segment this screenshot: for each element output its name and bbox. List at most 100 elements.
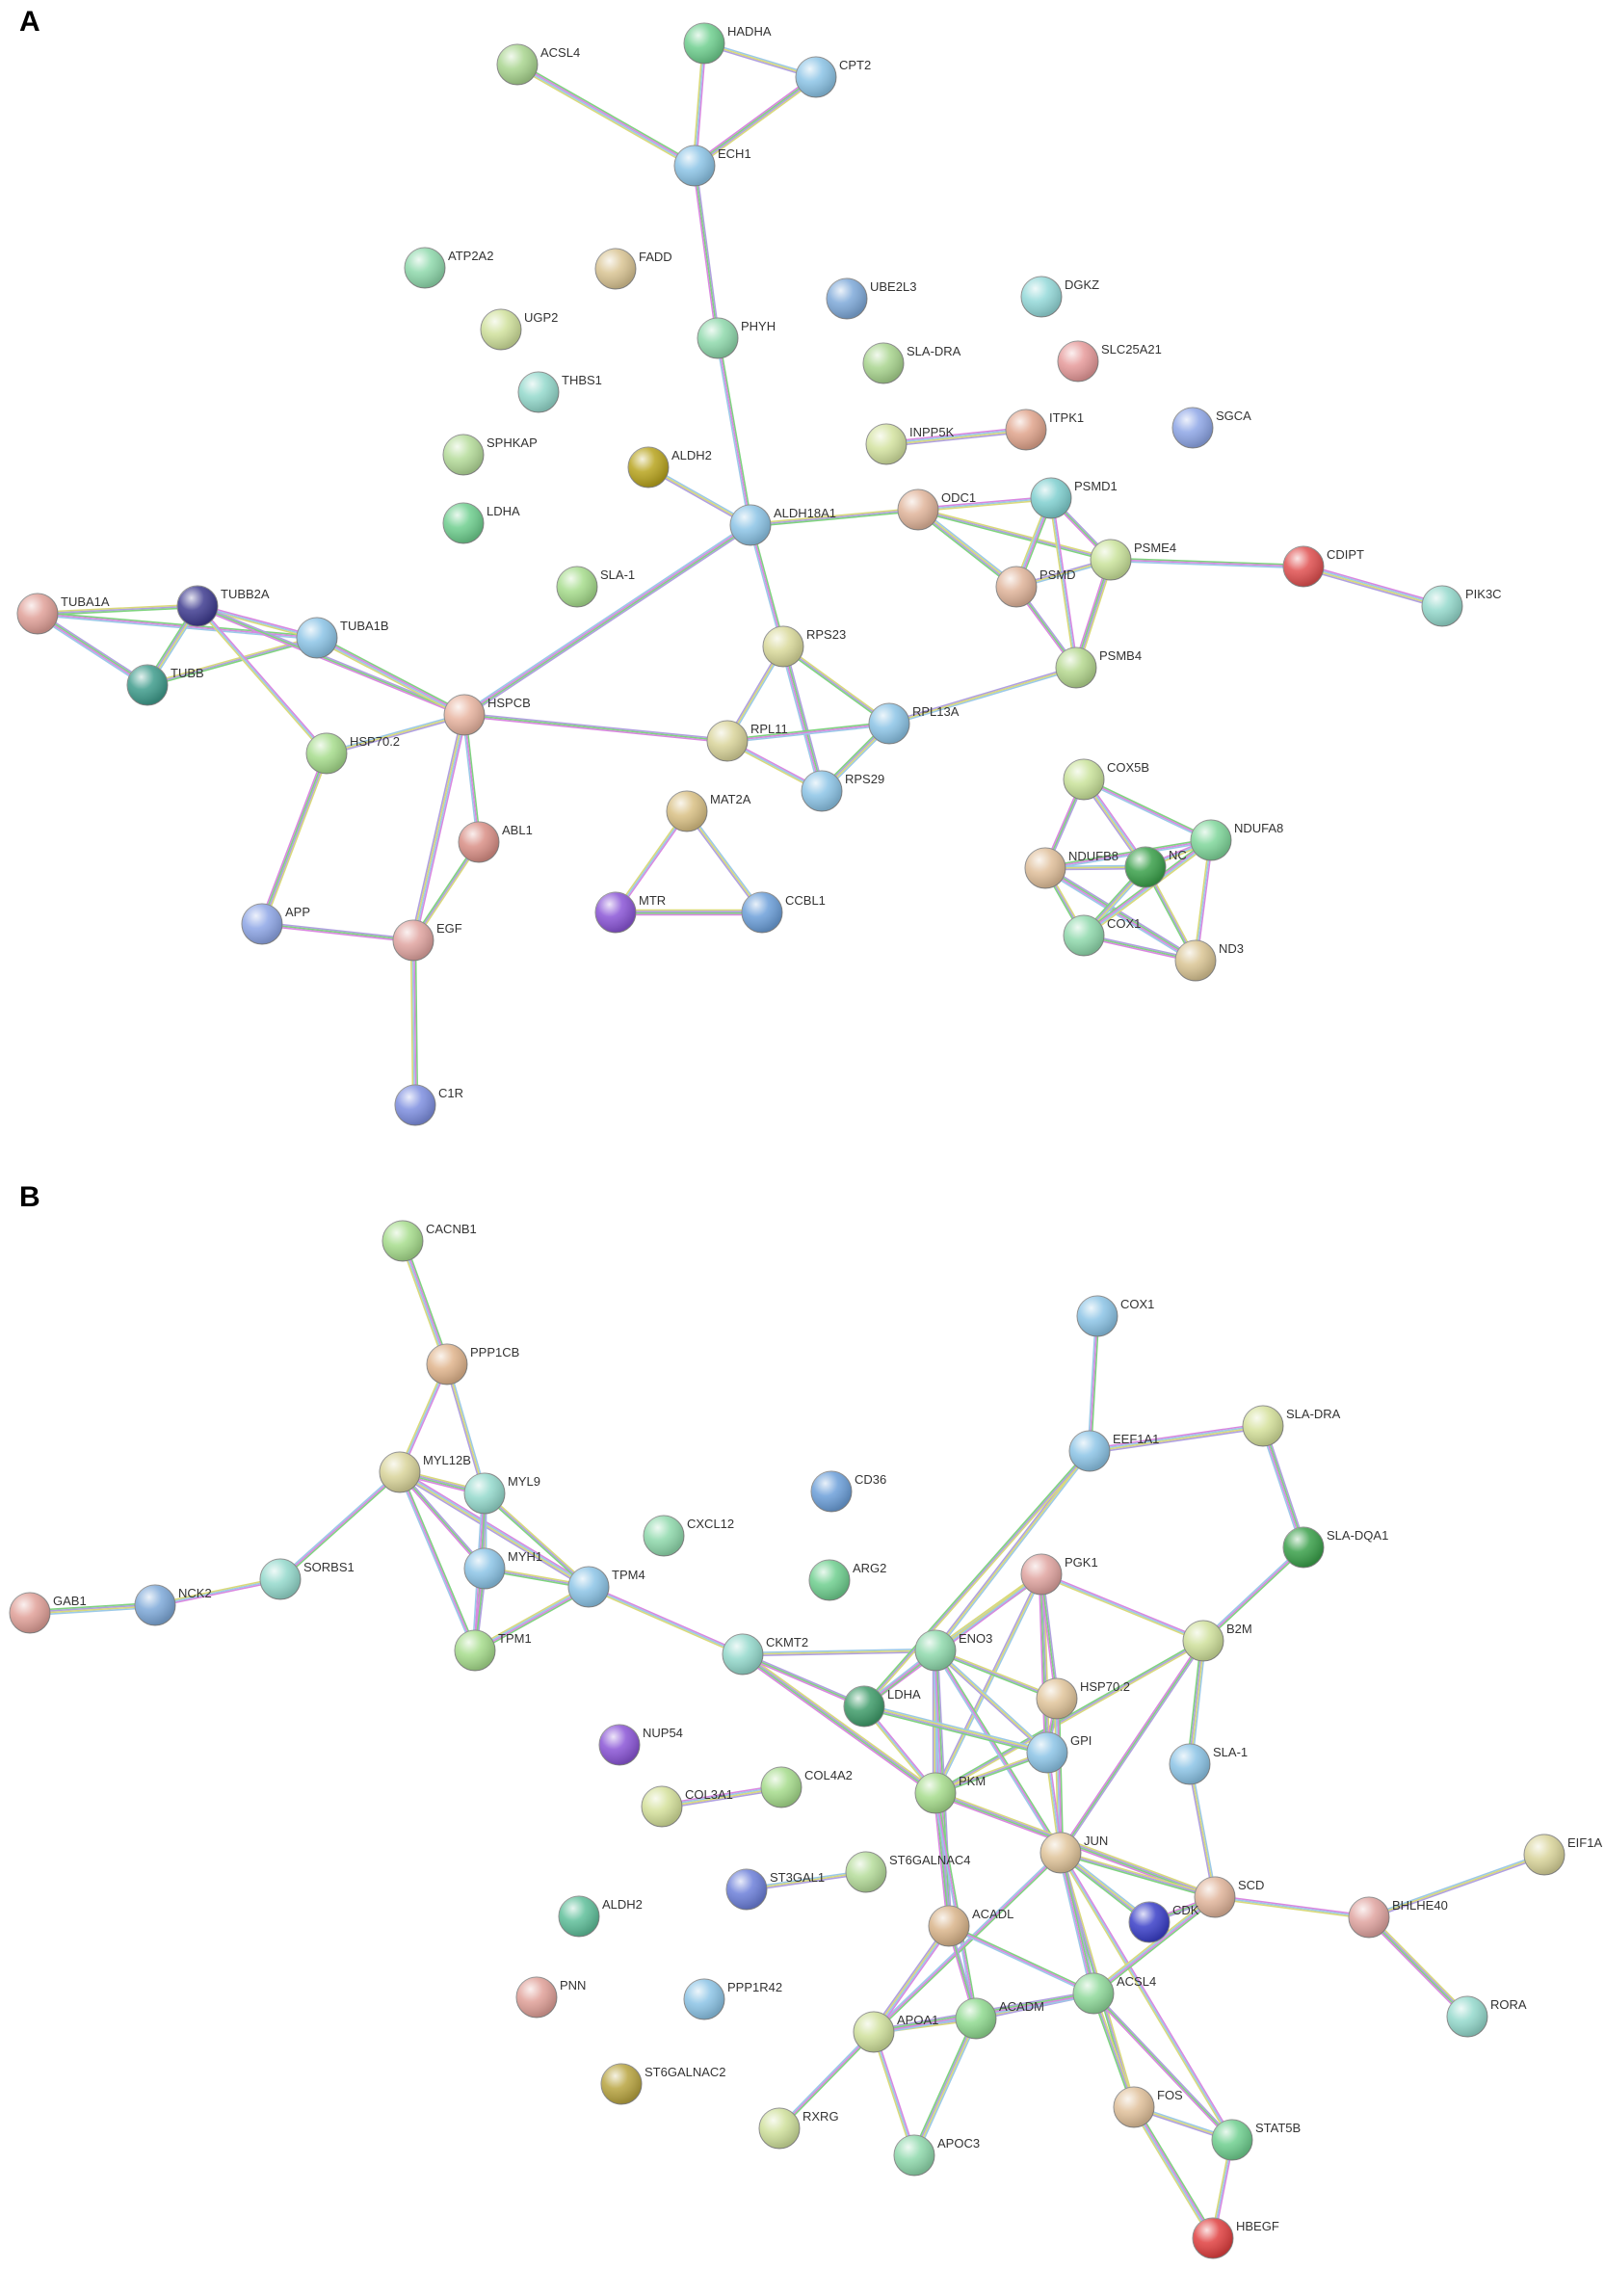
protein-node[interactable]: ST6GALNAC2 xyxy=(600,2063,726,2105)
protein-node[interactable]: RORA xyxy=(1446,1995,1527,2038)
protein-node[interactable]: PSMB4 xyxy=(1055,647,1142,689)
protein-node[interactable]: HADHA xyxy=(683,22,772,65)
protein-node[interactable]: MYL9 xyxy=(463,1472,540,1515)
protein-node[interactable]: COL4A2 xyxy=(760,1766,853,1808)
protein-node[interactable]: SLA-DQA1 xyxy=(1282,1526,1388,1569)
protein-node[interactable]: CPT2 xyxy=(795,56,871,98)
protein-node[interactable]: UGP2 xyxy=(480,308,558,351)
protein-node[interactable]: PPP1R42 xyxy=(683,1978,782,2020)
protein-node[interactable]: RPS23 xyxy=(762,625,846,668)
protein-node[interactable]: EEF1A1 xyxy=(1068,1430,1159,1472)
protein-node[interactable]: ALDH2 xyxy=(558,1895,643,1938)
protein-node[interactable]: COL3A1 xyxy=(641,1785,733,1828)
protein-node[interactable]: NCK2 xyxy=(134,1584,212,1626)
protein-node[interactable]: SLA-DRA xyxy=(862,342,961,384)
protein-node[interactable]: COX1 xyxy=(1063,914,1141,957)
protein-node[interactable]: INPP5K xyxy=(865,423,955,465)
protein-node[interactable]: RPS29 xyxy=(801,770,884,812)
protein-node[interactable]: TUBA1A xyxy=(16,593,110,635)
protein-node[interactable]: ACSL4 xyxy=(496,43,580,86)
protein-node[interactable]: THBS1 xyxy=(517,371,602,413)
protein-node[interactable]: PKM xyxy=(914,1772,986,1814)
protein-node[interactable]: DGKZ xyxy=(1020,276,1099,318)
protein-node[interactable]: LDHA xyxy=(843,1685,921,1728)
protein-node[interactable]: TPM1 xyxy=(454,1629,532,1672)
protein-node[interactable]: NDUFB8 xyxy=(1024,847,1118,889)
protein-node[interactable]: CXCL12 xyxy=(643,1515,734,1557)
protein-node[interactable]: PIK3C xyxy=(1421,585,1502,627)
protein-node[interactable]: MYL12B xyxy=(379,1451,471,1493)
protein-node[interactable]: ODC1 xyxy=(897,488,976,531)
protein-node[interactable]: ABL1 xyxy=(458,821,533,863)
protein-node[interactable]: ACSL4 xyxy=(1072,1972,1156,2015)
protein-node[interactable]: SCD xyxy=(1194,1876,1264,1918)
protein-node[interactable]: SPHKAP xyxy=(442,434,538,476)
protein-node[interactable]: EIF1A xyxy=(1523,1834,1602,1876)
protein-node[interactable]: ALDH18A1 xyxy=(729,504,836,546)
protein-node[interactable]: ACADM xyxy=(955,1997,1044,2040)
protein-node[interactable]: COX5B xyxy=(1063,758,1149,801)
protein-node[interactable]: MAT2A xyxy=(666,790,751,832)
protein-node[interactable]: HSPCB xyxy=(443,694,531,736)
protein-node[interactable]: ATP2A2 xyxy=(404,247,493,289)
protein-node[interactable]: COX1 xyxy=(1076,1295,1154,1337)
protein-node[interactable]: ST3GAL1 xyxy=(725,1868,825,1911)
protein-node[interactable]: NUP54 xyxy=(598,1724,683,1766)
protein-node[interactable]: ST6GALNAC4 xyxy=(845,1851,971,1893)
protein-node[interactable]: LDHA xyxy=(442,502,520,544)
protein-node[interactable]: SGCA xyxy=(1171,407,1251,449)
protein-node[interactable]: CCBL1 xyxy=(741,891,826,934)
protein-node[interactable]: ENO3 xyxy=(914,1629,992,1672)
protein-node[interactable]: PHYH xyxy=(697,317,776,359)
protein-node[interactable]: C1R xyxy=(394,1084,463,1126)
protein-node[interactable]: HSP70.2 xyxy=(1036,1677,1130,1720)
protein-node[interactable]: GAB1 xyxy=(9,1592,87,1634)
protein-node[interactable]: PGK1 xyxy=(1020,1553,1098,1596)
protein-node[interactable]: STAT5B xyxy=(1211,2119,1301,2161)
protein-node[interactable]: ALDH2 xyxy=(627,446,712,488)
protein-node[interactable]: ITPK1 xyxy=(1005,409,1084,451)
protein-node[interactable]: NC xyxy=(1124,846,1187,888)
protein-node[interactable]: APOC3 xyxy=(893,2134,980,2177)
protein-node[interactable]: PSMD1 xyxy=(1030,477,1118,519)
protein-node[interactable]: CKMT2 xyxy=(722,1633,808,1676)
protein-node[interactable]: ECH1 xyxy=(673,145,751,187)
protein-node[interactable]: B2M xyxy=(1182,1620,1252,1662)
protein-node[interactable]: FADD xyxy=(594,248,672,290)
protein-node[interactable]: SLA-1 xyxy=(1169,1743,1248,1785)
protein-node[interactable]: RXRG xyxy=(758,2107,839,2150)
protein-node[interactable]: PSME4 xyxy=(1090,539,1176,581)
protein-node[interactable]: TUBA1B xyxy=(296,617,389,659)
protein-node[interactable]: ACADL xyxy=(928,1905,1013,1947)
protein-node[interactable]: FOS xyxy=(1113,2086,1183,2128)
protein-node[interactable]: ARG2 xyxy=(808,1559,886,1601)
protein-node[interactable]: BHLHE40 xyxy=(1348,1896,1448,1939)
protein-node[interactable]: APP xyxy=(241,903,310,945)
protein-node[interactable]: CDK xyxy=(1128,1901,1199,1943)
protein-node[interactable]: CD36 xyxy=(810,1470,886,1513)
protein-node[interactable]: TPM4 xyxy=(567,1566,645,1608)
protein-node[interactable]: MYH1 xyxy=(463,1547,542,1590)
protein-node[interactable]: GPI xyxy=(1026,1731,1092,1774)
protein-node[interactable]: EGF xyxy=(392,919,462,962)
protein-node[interactable]: SLA-DRA xyxy=(1242,1405,1341,1447)
protein-node[interactable]: CDIPT xyxy=(1282,545,1364,588)
protein-node[interactable]: JUN xyxy=(1039,1832,1108,1874)
protein-node[interactable]: NDUFA8 xyxy=(1190,819,1283,861)
protein-node[interactable]: MTR xyxy=(594,891,666,934)
protein-node[interactable]: HSP70.2 xyxy=(305,732,400,775)
protein-node[interactable]: HBEGF xyxy=(1192,2217,1279,2259)
protein-node[interactable]: CACNB1 xyxy=(382,1220,477,1262)
protein-node[interactable]: SLC25A21 xyxy=(1057,340,1162,383)
protein-node[interactable]: RPL13A xyxy=(868,702,960,745)
protein-node[interactable]: RPL11 xyxy=(706,720,788,762)
protein-node[interactable]: ND3 xyxy=(1174,939,1244,982)
protein-node[interactable]: TUBB2A xyxy=(176,585,270,627)
protein-node[interactable]: PPP1CB xyxy=(426,1343,519,1386)
protein-node[interactable]: SLA-1 xyxy=(556,566,635,608)
protein-node[interactable]: TUBB xyxy=(126,664,204,706)
protein-node[interactable]: SORBS1 xyxy=(259,1558,355,1600)
protein-node[interactable]: UBE2L3 xyxy=(826,277,916,320)
protein-node[interactable]: APOA1 xyxy=(853,2011,938,2053)
protein-node[interactable]: PSMD xyxy=(995,566,1076,608)
